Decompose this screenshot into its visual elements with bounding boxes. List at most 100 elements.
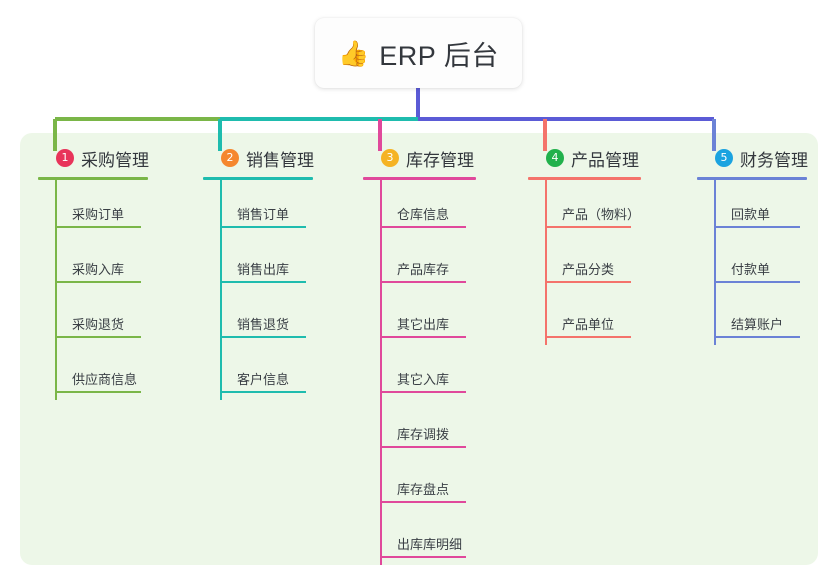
branch-spine bbox=[220, 180, 222, 400]
branch-item-underline bbox=[55, 226, 141, 228]
branch-item-underline bbox=[714, 226, 800, 228]
branch-item[interactable]: 供应商信息 bbox=[38, 345, 149, 400]
branch-spine bbox=[380, 180, 382, 565]
branch-column-3: 3 库存管理仓库信息产品库存其它出库其它入库库存调拨库存盘点出库库明细 bbox=[363, 145, 476, 565]
branch-item-underline bbox=[714, 281, 800, 283]
branch-item[interactable]: 库存盘点 bbox=[363, 455, 476, 510]
branch-item-label: 回款单 bbox=[731, 207, 771, 222]
branch-item[interactable]: 结算账户 bbox=[697, 290, 808, 345]
branch-item-label: 付款单 bbox=[731, 262, 771, 277]
branch-item-underline bbox=[545, 281, 631, 283]
branch-items: 采购订单采购入库采购退货供应商信息 bbox=[38, 180, 149, 400]
branch-underline bbox=[203, 177, 313, 180]
branch-underline bbox=[697, 177, 807, 180]
branch-item[interactable]: 产品库存 bbox=[363, 235, 476, 290]
branch-item[interactable]: 产品分类 bbox=[528, 235, 641, 290]
branch-underline bbox=[363, 177, 476, 180]
branch-title: 采购管理 bbox=[81, 150, 149, 170]
branch-item[interactable]: 销售退货 bbox=[203, 290, 314, 345]
branch-column-4: 4 产品管理产品（物料） 产品分类产品单位 bbox=[528, 145, 641, 345]
branch-number-badge: 4 bbox=[546, 149, 564, 167]
branch-items: 仓库信息产品库存其它出库其它入库库存调拨库存盘点出库库明细 bbox=[363, 180, 476, 565]
branch-column-5: 5 财务管理回款单付款单结算账户 bbox=[697, 145, 808, 345]
branch-item[interactable]: 客户信息 bbox=[203, 345, 314, 400]
thumbs-up-icon: 👍 bbox=[338, 38, 370, 68]
branch-item-underline bbox=[55, 281, 141, 283]
branch-item-label: 客户信息 bbox=[237, 372, 290, 387]
branch-item[interactable]: 采购退货 bbox=[38, 290, 149, 345]
branch-item-label: 结算账户 bbox=[731, 317, 784, 332]
branch-item-underline bbox=[380, 446, 466, 448]
branch-item-label: 出库库明细 bbox=[397, 537, 463, 552]
branch-title: 产品管理 bbox=[571, 150, 639, 170]
branch-item[interactable]: 库存调拨 bbox=[363, 400, 476, 455]
branch-item-underline bbox=[380, 226, 466, 228]
branch-item-label: 产品库存 bbox=[397, 262, 450, 277]
root-title: ERP 后台 bbox=[379, 40, 499, 71]
branch-item[interactable]: 其它出库 bbox=[363, 290, 476, 345]
branch-column-1: 1 采购管理采购订单采购入库采购退货供应商信息 bbox=[38, 145, 149, 400]
branch-item-underline bbox=[545, 336, 631, 338]
branch-item-underline bbox=[714, 336, 800, 338]
branch-title: 销售管理 bbox=[246, 150, 314, 170]
branch-spine bbox=[55, 180, 57, 400]
branch-item[interactable]: 仓库信息 bbox=[363, 180, 476, 235]
branch-underline bbox=[528, 177, 641, 180]
branch-item-label: 产品（物料） bbox=[562, 207, 641, 222]
branch-item-label: 销售退货 bbox=[237, 317, 290, 332]
branch-item[interactable]: 产品（物料） bbox=[528, 180, 641, 235]
root-node[interactable]: 👍 ERP 后台 bbox=[315, 18, 522, 88]
branch-item-label: 库存盘点 bbox=[397, 482, 450, 497]
branches-panel bbox=[20, 133, 818, 565]
branch-item[interactable]: 其它入库 bbox=[363, 345, 476, 400]
branch-spine bbox=[545, 180, 547, 345]
branch-item[interactable]: 销售订单 bbox=[203, 180, 314, 235]
branch-header-4[interactable]: 4 产品管理 bbox=[528, 145, 641, 171]
branch-items: 产品（物料） 产品分类产品单位 bbox=[528, 180, 641, 345]
branch-item-label: 产品分类 bbox=[562, 262, 615, 277]
branch-item[interactable]: 付款单 bbox=[697, 235, 808, 290]
branch-item[interactable]: 采购订单 bbox=[38, 180, 149, 235]
branch-number-badge: 5 bbox=[715, 149, 733, 167]
branch-item-label: 仓库信息 bbox=[397, 207, 450, 222]
branch-item-underline bbox=[55, 336, 141, 338]
branch-item-label: 产品单位 bbox=[562, 317, 615, 332]
branch-title: 财务管理 bbox=[740, 150, 808, 170]
branch-item-label: 采购订单 bbox=[72, 207, 125, 222]
branch-item-label: 销售订单 bbox=[237, 207, 290, 222]
branch-items: 销售订单销售出库销售退货客户信息 bbox=[203, 180, 314, 400]
branch-header-3[interactable]: 3 库存管理 bbox=[363, 145, 476, 171]
branch-item-underline bbox=[380, 336, 466, 338]
branch-number-badge: 2 bbox=[221, 149, 239, 167]
branch-item-label: 其它出库 bbox=[397, 317, 450, 332]
branch-item-underline bbox=[220, 226, 306, 228]
branch-item[interactable]: 回款单 bbox=[697, 180, 808, 235]
branch-item-underline bbox=[220, 336, 306, 338]
branch-number-badge: 3 bbox=[381, 149, 399, 167]
branch-item[interactable]: 销售出库 bbox=[203, 235, 314, 290]
branch-header-1[interactable]: 1 采购管理 bbox=[38, 145, 149, 171]
branch-item[interactable]: 出库库明细 bbox=[363, 510, 476, 565]
branch-header-5[interactable]: 5 财务管理 bbox=[697, 145, 808, 171]
branch-item-underline bbox=[220, 281, 306, 283]
branch-items: 回款单付款单结算账户 bbox=[697, 180, 808, 345]
branch-item-label: 供应商信息 bbox=[72, 372, 138, 387]
branch-item-label: 采购退货 bbox=[72, 317, 125, 332]
branch-title: 库存管理 bbox=[406, 150, 474, 170]
branch-item-underline bbox=[545, 226, 631, 228]
branch-header-2[interactable]: 2 销售管理 bbox=[203, 145, 314, 171]
branch-item-label: 采购入库 bbox=[72, 262, 125, 277]
branch-item-underline bbox=[380, 391, 466, 393]
branch-item[interactable]: 采购入库 bbox=[38, 235, 149, 290]
root-node-content: 👍 ERP 后台 bbox=[338, 34, 499, 73]
branch-item-underline bbox=[380, 501, 466, 503]
branch-underline bbox=[38, 177, 148, 180]
branch-item-underline bbox=[55, 391, 141, 393]
branch-item-underline bbox=[220, 391, 306, 393]
branch-item-label: 其它入库 bbox=[397, 372, 450, 387]
branch-item-underline bbox=[380, 556, 466, 558]
branch-number-badge: 1 bbox=[56, 149, 74, 167]
branch-item[interactable]: 产品单位 bbox=[528, 290, 641, 345]
branch-column-2: 2 销售管理销售订单销售出库销售退货客户信息 bbox=[203, 145, 314, 400]
